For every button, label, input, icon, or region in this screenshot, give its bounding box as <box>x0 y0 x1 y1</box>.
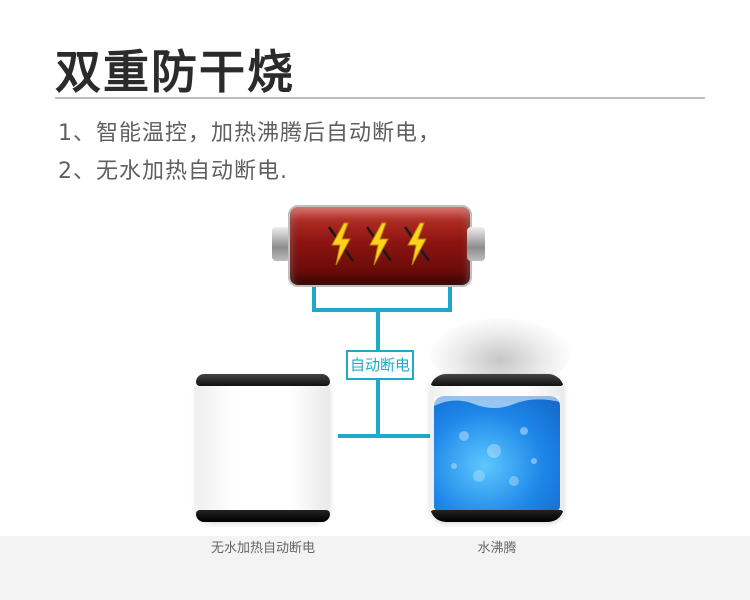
cup-rim-bottom <box>430 510 564 522</box>
auto-power-off-label: 自动断电 <box>346 350 414 380</box>
floor-band <box>0 536 750 600</box>
lightning-bolt-icon <box>365 222 393 266</box>
cup-rim-bottom <box>196 510 330 522</box>
empty-cup-caption: 无水加热自动断电 <box>210 541 315 556</box>
water-bubbles <box>434 396 560 486</box>
feature-item-1: 1、智能温控，加热沸腾后自动断电， <box>58 121 441 146</box>
lightning-bolt-icon <box>327 222 355 266</box>
empty-cup <box>196 374 330 522</box>
boiling-water <box>434 396 560 512</box>
circuit-line-right-down <box>448 285 452 311</box>
circuit-line-top-horizontal <box>312 308 452 312</box>
boiling-water-cup <box>430 374 564 522</box>
circuit-line-left-down <box>312 285 316 311</box>
circuit-line-bottom-horizontal <box>338 434 432 438</box>
page-title: 双重防干烧 <box>55 45 295 99</box>
cup-rim-top <box>196 374 330 386</box>
lightning-bolt-icon <box>403 222 431 266</box>
battery-icon <box>270 205 485 287</box>
battery-cap-right <box>467 227 485 261</box>
boiling-cup-caption: 水沸腾 <box>477 541 517 556</box>
feature-item-2: 2、无水加热自动断电. <box>58 159 288 184</box>
title-divider <box>55 97 705 99</box>
cup-rim-top <box>430 374 564 386</box>
battery-cap-left <box>272 227 290 261</box>
